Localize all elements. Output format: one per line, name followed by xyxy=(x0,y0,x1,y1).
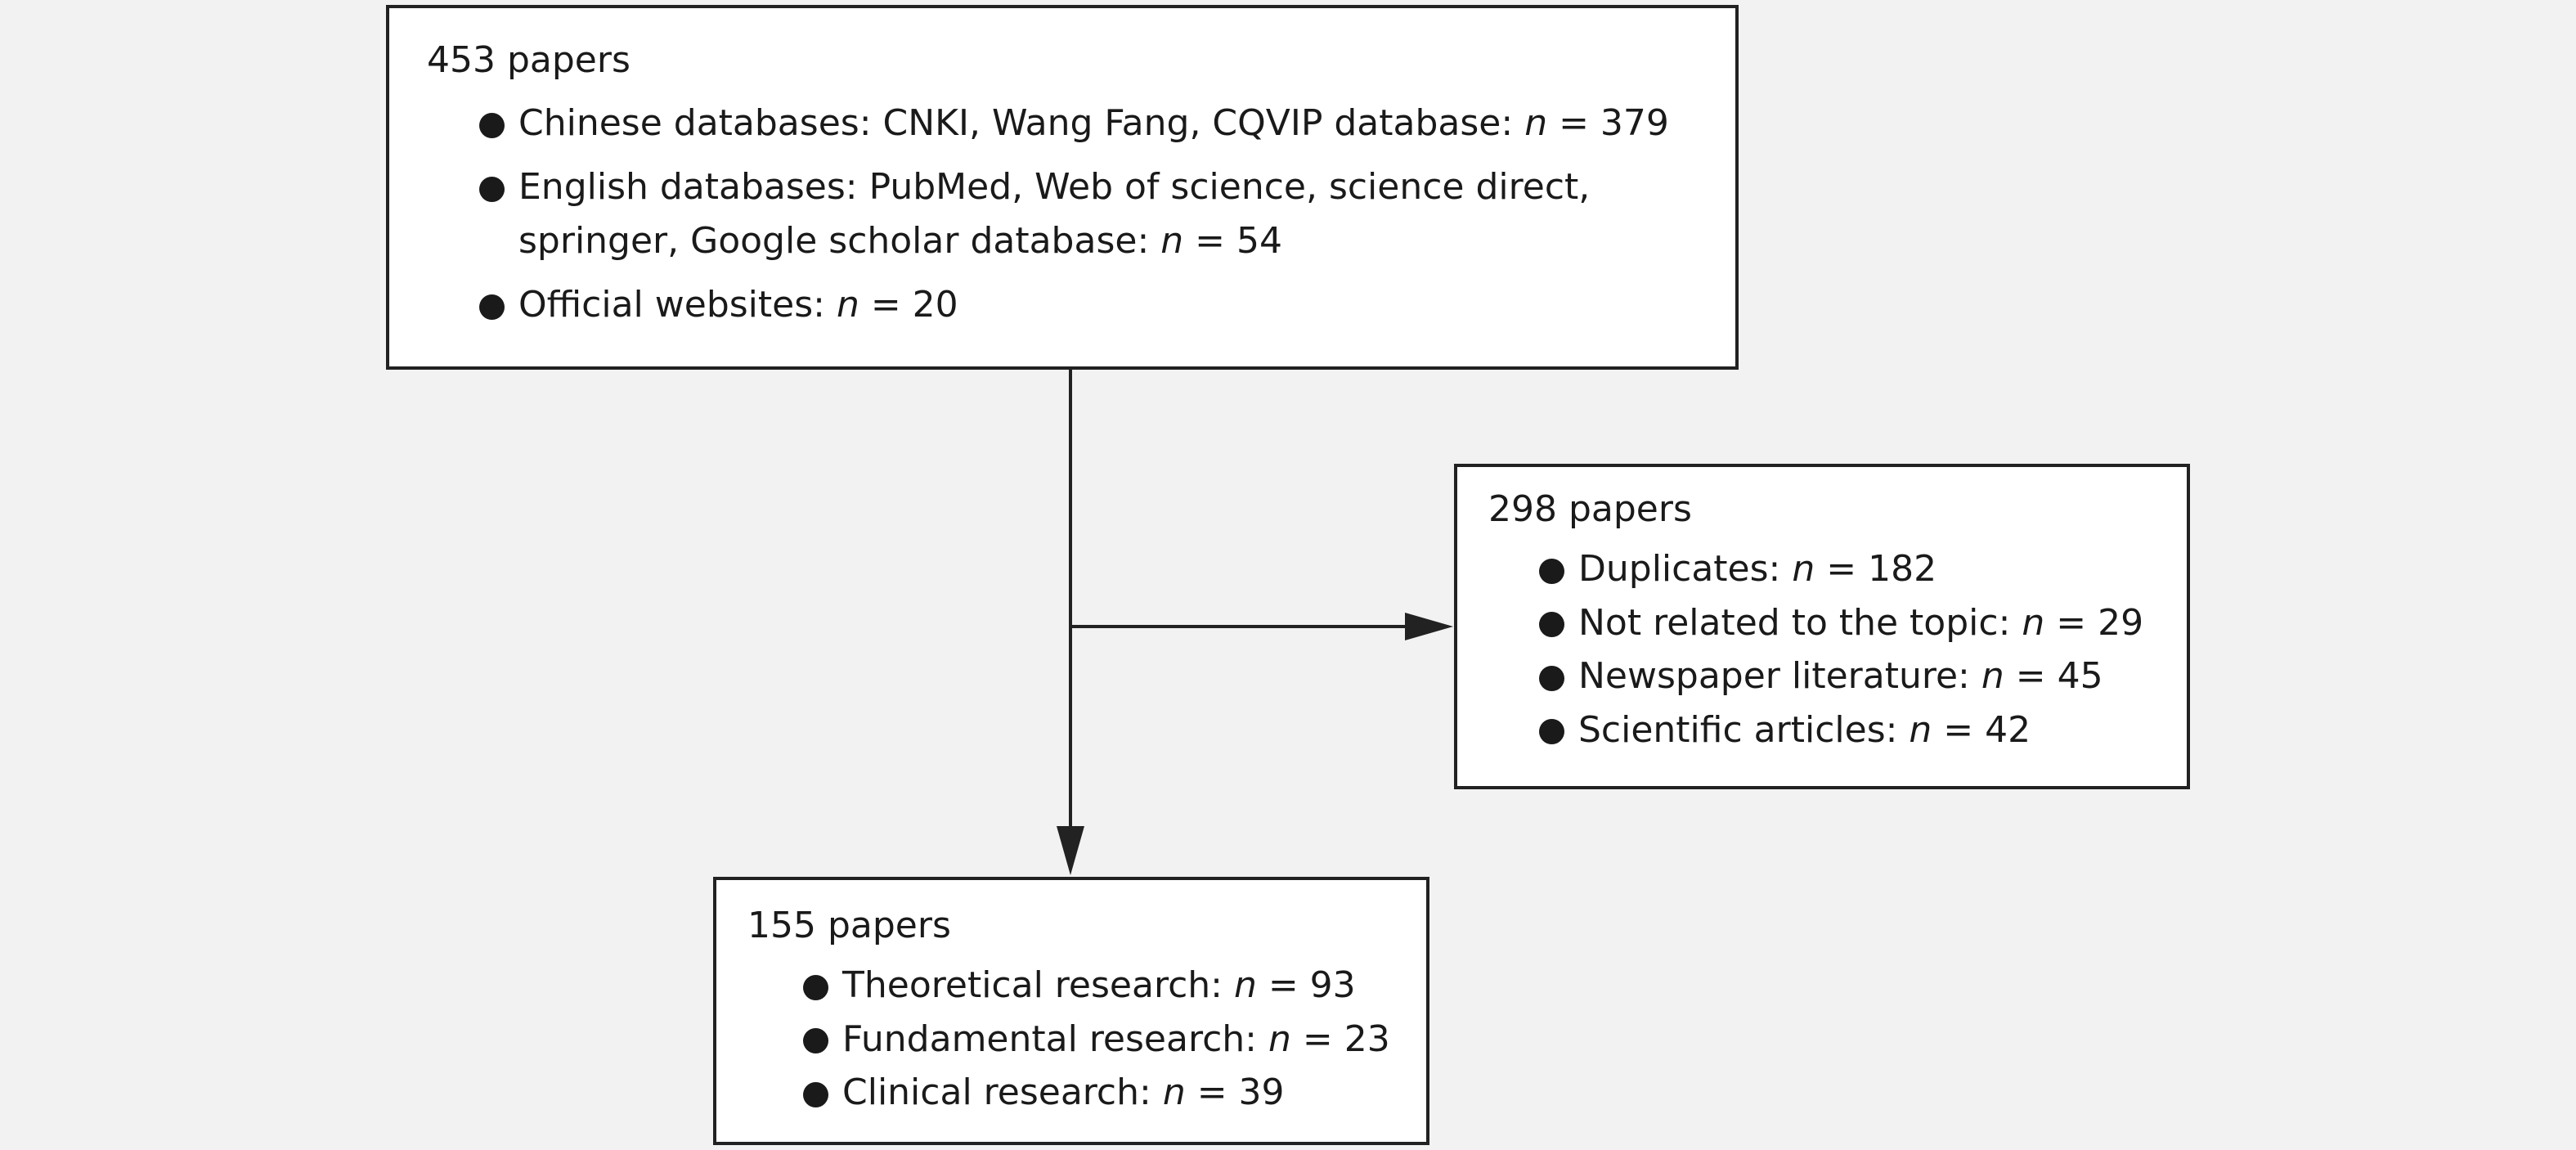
list-item: Official websites: n = 20 xyxy=(479,278,1711,332)
list-item: Duplicates: n = 182 xyxy=(1539,542,2162,596)
arrow-right-to-excluded xyxy=(1405,613,1453,640)
list-item: Scientific articles: n = 42 xyxy=(1539,703,2162,757)
records-excluded-box: 298 papers Duplicates: n = 182 Not relat… xyxy=(1454,464,2190,789)
bullet-icon xyxy=(803,974,828,1000)
records-included-title: 155 papers xyxy=(747,905,951,946)
bullet-icon xyxy=(479,294,505,320)
bullet-icon xyxy=(1539,719,1564,745)
records-excluded-list: Duplicates: n = 182 Not related to the t… xyxy=(1539,542,2162,757)
bullet-icon xyxy=(479,112,505,138)
list-item: Newspaper literature: n = 45 xyxy=(1539,649,2162,703)
bullet-icon xyxy=(1539,558,1564,584)
list-item: Clinical research: n = 39 xyxy=(803,1066,1402,1120)
records-excluded-title: 298 papers xyxy=(1488,488,1692,530)
bullet-icon xyxy=(1539,612,1564,638)
records-included-list: Theoretical research: n = 93 Fundamental… xyxy=(803,959,1402,1120)
list-item: Chinese databases: CNKI, Wang Fang, CQVI… xyxy=(479,97,1711,150)
records-identified-box: 453 papers Chinese databases: CNKI, Wang… xyxy=(386,5,1739,370)
records-identified-list: Chinese databases: CNKI, Wang Fang, CQVI… xyxy=(479,97,1711,342)
bullet-icon xyxy=(1539,665,1564,691)
records-identified-title: 453 papers xyxy=(427,39,631,81)
list-item: Theoretical research: n = 93 xyxy=(803,959,1402,1013)
arrow-down-to-included xyxy=(1057,826,1084,875)
bullet-icon xyxy=(479,176,505,202)
bullet-icon xyxy=(803,1028,828,1054)
list-item: Not related to the topic: n = 29 xyxy=(1539,596,2162,650)
records-included-box: 155 papers Theoretical research: n = 93 … xyxy=(713,877,1429,1145)
bullet-icon xyxy=(803,1081,828,1107)
list-item: Fundamental research: n = 23 xyxy=(803,1013,1402,1067)
list-item: English databases: PubMed, Web of scienc… xyxy=(479,160,1711,268)
